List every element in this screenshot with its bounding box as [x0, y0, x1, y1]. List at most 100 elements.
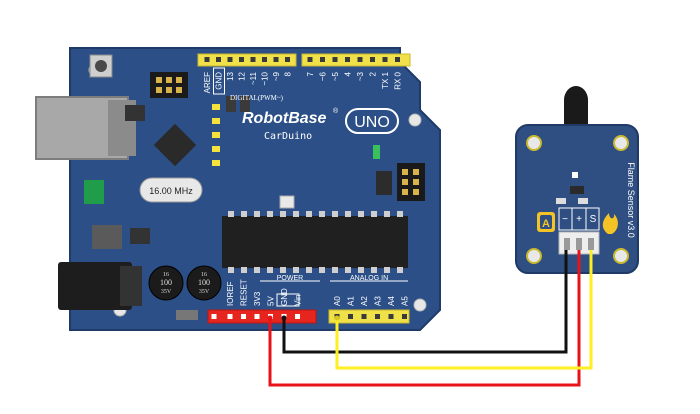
header-pin: [375, 314, 380, 319]
wire-yellow-a0: [335, 250, 593, 370]
analog-badge: A: [537, 212, 555, 232]
top-pin-label: ~9: [272, 71, 281, 81]
top-pin-label: 12: [238, 71, 247, 80]
top-header-left: [197, 53, 297, 67]
header-pin: [357, 57, 363, 62]
top-pin-label: ~10: [261, 71, 270, 85]
badge-letter: A: [542, 218, 550, 230]
top-pin-label: 2: [369, 71, 378, 76]
bottom-pin-label: 5V: [267, 296, 276, 306]
header-pin: [273, 57, 279, 62]
regulator-chip: [130, 228, 150, 244]
svg-text:35V: 35V: [161, 289, 172, 295]
pin-minus-label: −: [562, 214, 568, 225]
icsp-header-right: [397, 163, 425, 201]
sensor-pcb: [515, 124, 639, 274]
wire-red-5v: [268, 250, 581, 387]
bottom-pin-label: IOREF: [226, 281, 235, 306]
top-header-right: [301, 53, 411, 67]
header-pin: [241, 314, 246, 319]
header-pin: [388, 314, 394, 319]
header-pin: [307, 57, 313, 62]
capacitor-1: 16 100 35V: [148, 265, 184, 301]
reset-button: [89, 54, 113, 78]
header-pin: [395, 57, 400, 62]
header-pin: [227, 57, 233, 62]
top-pin-label: ~5: [331, 71, 340, 81]
brand-label: RobotBase: [242, 110, 327, 127]
bottom-pin-label: A1: [347, 296, 356, 306]
header-pin: [211, 314, 217, 319]
bottom-pin-label: Vin: [294, 295, 303, 306]
pin-plus-label: +: [576, 214, 582, 225]
top-pin-label: 4: [344, 71, 353, 76]
pin-signal-label: S: [590, 214, 597, 225]
arduino-board: 16.00 MHz 16 100 35V 16 100 35V: [35, 47, 441, 331]
header-pin: [239, 57, 244, 62]
bottom-pin-label: GND: [280, 288, 289, 306]
top-pin-label: ~11: [249, 71, 258, 85]
wire-black-gnd: [282, 250, 568, 354]
header-pin: [348, 314, 353, 319]
header-pin: [332, 57, 338, 62]
bottom-pin-label: RESET: [240, 279, 249, 306]
bottom-pin-label: 3V3: [253, 291, 262, 306]
header-pin: [250, 57, 256, 62]
crystal-label: 16.00 MHz: [149, 186, 193, 196]
usb-chip: [153, 123, 197, 167]
header-pin: [382, 57, 388, 62]
digital-caption: DIGITAL(PWM~): [230, 94, 284, 102]
svg-text:16: 16: [163, 272, 169, 278]
analog-caption: ANALOG IN: [350, 275, 388, 282]
header-pin: [370, 57, 375, 62]
header-pin: [254, 314, 260, 319]
svg-text:100: 100: [160, 278, 172, 287]
smd-chip: [125, 105, 145, 121]
svg-text:100: 100: [198, 278, 210, 287]
sensor-connector: − + S: [558, 207, 600, 255]
bottom-pin-label: A0: [333, 296, 342, 306]
capacitor-2: 16 100 35V: [186, 265, 222, 301]
top-pin-label: TX 1: [381, 71, 390, 88]
dc-jack: [58, 262, 142, 310]
crystal-oscillator: 16.00 MHz: [139, 177, 203, 203]
header-pin: [285, 57, 290, 62]
bottom-pin-label: A2: [360, 296, 369, 306]
header-pin: [402, 314, 407, 319]
top-pin-label: RX 0: [394, 71, 403, 89]
microcontroller-chip: [222, 211, 408, 273]
wires: [267, 250, 593, 387]
top-pin-label: 7: [306, 71, 315, 76]
registered-mark: ®: [333, 107, 339, 115]
gnd-highlight-box: [213, 67, 225, 95]
bottom-pin-label: A3: [374, 296, 383, 306]
top-pin-label: 13: [226, 71, 235, 80]
power-caption: POWER: [277, 275, 303, 282]
analog-header: [328, 309, 410, 324]
header-pin: [204, 57, 210, 62]
header-pin: [295, 314, 300, 319]
board-model: UNO: [354, 114, 390, 131]
svg-text:16: 16: [201, 272, 207, 278]
svg-text:35V: 35V: [199, 289, 210, 295]
header-pin: [227, 314, 233, 319]
top-pin-label: ~3: [356, 71, 365, 81]
header-pin: [262, 57, 267, 62]
icsp-header-top: [150, 72, 188, 98]
bottom-pin-label: A4: [387, 296, 396, 306]
flame-icon: [602, 213, 618, 234]
header-pin: [361, 314, 367, 319]
board-subtitle: CarDuino: [264, 131, 312, 142]
top-pin-label: GND: [215, 72, 224, 90]
green-led-block: [84, 180, 104, 204]
flame-sensor-module: A − + S Flame Sensor v3.0: [515, 86, 639, 274]
sensor-title: Flame Sensor v3.0: [626, 162, 636, 238]
header-pin: [216, 57, 221, 62]
header-pin: [345, 57, 350, 62]
power-header: [207, 309, 317, 324]
voltage-regulator: [92, 225, 122, 249]
top-pin-label: 8: [284, 71, 293, 76]
top-pin-label: ~6: [319, 71, 328, 81]
header-pin: [320, 57, 325, 62]
